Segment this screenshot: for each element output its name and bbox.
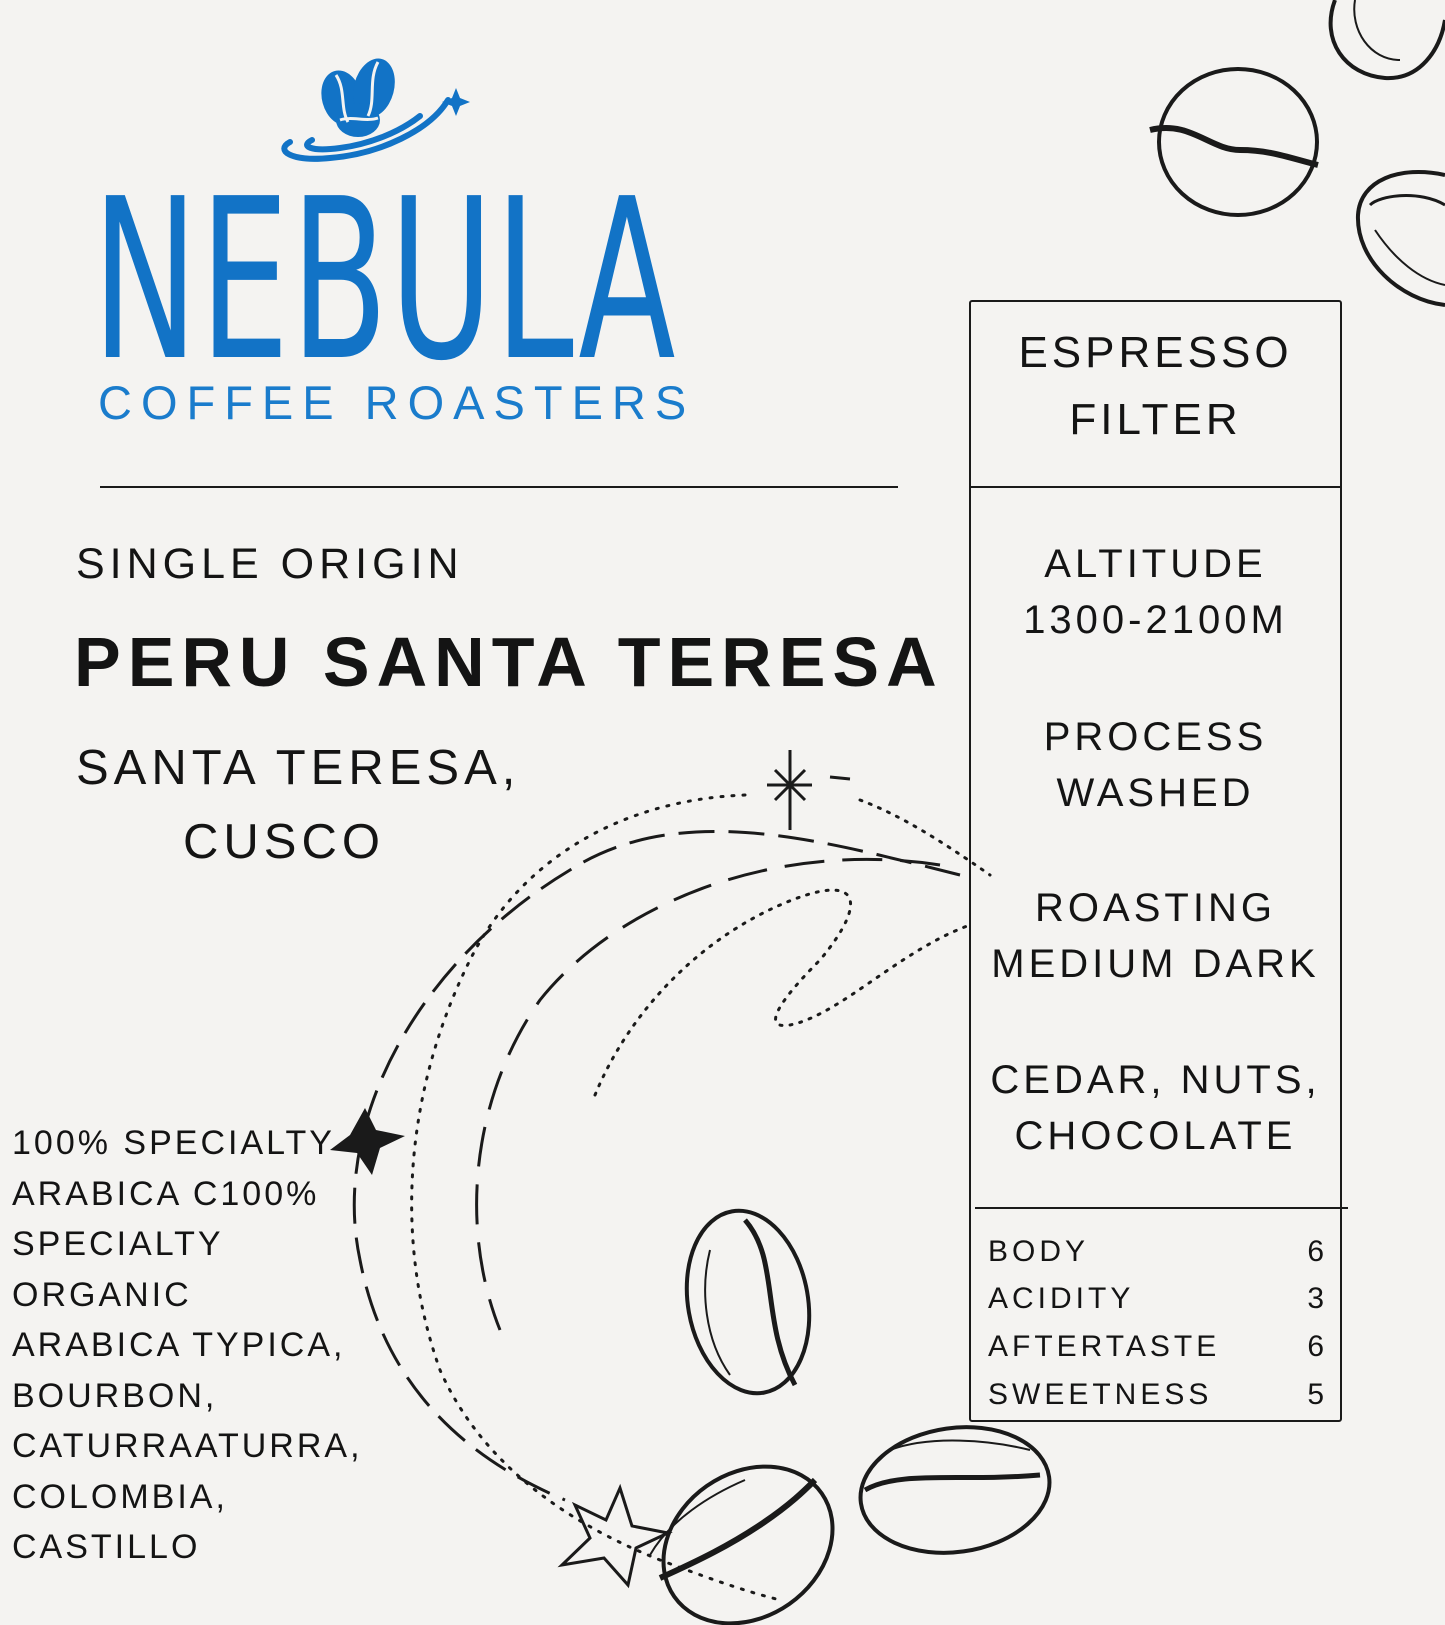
dotted-swirl bbox=[593, 888, 972, 1097]
info-card: ESPRESSO FILTER ALTITUDE 1300-2100M PROC… bbox=[969, 300, 1348, 1424]
coffee-name: PERU SANTA TERESA bbox=[74, 623, 944, 701]
roasting-label: ROASTING bbox=[1035, 886, 1276, 930]
coffee-bean-icon bbox=[1328, 0, 1445, 81]
coffee-bean-orbit-logo-icon bbox=[281, 58, 470, 162]
coffee-bean-icon bbox=[858, 1425, 1052, 1555]
region-line-2: CUSCO bbox=[183, 815, 385, 869]
profile-label: BODY bbox=[988, 1235, 1090, 1268]
brew-method-espresso: ESPRESSO bbox=[1018, 328, 1293, 377]
profile-value: 6 bbox=[1307, 1235, 1328, 1268]
star-outline-icon bbox=[557, 1483, 673, 1589]
brand-tagline: COFFEE ROASTERS bbox=[98, 376, 696, 429]
inner-dashed-arc bbox=[475, 857, 941, 1331]
card-divider bbox=[971, 486, 1340, 488]
variety-line: CASTILLO bbox=[12, 1528, 201, 1566]
brand-name: NEBULA bbox=[92, 152, 677, 410]
profile-value: 5 bbox=[1307, 1378, 1328, 1411]
coffee-bean-icon bbox=[1149, 67, 1319, 217]
profile-label: AFTERTASTE bbox=[988, 1330, 1221, 1363]
profile-value: 3 bbox=[1307, 1282, 1328, 1315]
card-divider bbox=[975, 1207, 1348, 1209]
profile-label: ACIDITY bbox=[988, 1282, 1135, 1315]
variety-line: ARABICA TYPICA, bbox=[12, 1326, 346, 1364]
process-label: PROCESS bbox=[1043, 715, 1268, 759]
brew-method-filter: FILTER bbox=[1069, 395, 1242, 444]
process-value: WASHED bbox=[1056, 771, 1255, 815]
roasting-value: MEDIUM DARK bbox=[991, 942, 1320, 986]
flavor-notes-line-2: CHOCOLATE bbox=[1014, 1114, 1297, 1158]
dashed-orbit-arc bbox=[352, 830, 961, 1502]
varieties-list: 100% SPECIALTY ARABICA C100% SPECIALTY O… bbox=[12, 1118, 392, 1573]
variety-line: 100% SPECIALTY bbox=[12, 1124, 335, 1162]
coffee-bean-icon bbox=[649, 1464, 835, 1625]
sparkle-icon bbox=[767, 750, 812, 830]
altitude-value: 1300-2100M bbox=[1023, 598, 1288, 642]
variety-line: SPECIALTY bbox=[12, 1225, 224, 1263]
variety-line: COLOMBIA, bbox=[12, 1477, 228, 1516]
variety-line: ARABICA C100% bbox=[12, 1174, 320, 1213]
dotted-orbit-arc bbox=[410, 793, 782, 1602]
profile-row-sweetness: SWEETNESS 5 bbox=[988, 1378, 1328, 1424]
flavor-notes-line-1: CEDAR, NUTS, bbox=[990, 1058, 1321, 1102]
variety-line: ORGANIC bbox=[12, 1275, 192, 1314]
profile-value: 6 bbox=[1307, 1330, 1328, 1363]
altitude-label: ALTITUDE bbox=[1044, 542, 1267, 586]
profile-row-aftertaste: AFTERTASTE 6 bbox=[988, 1330, 1328, 1376]
variety-line: BOURBON, bbox=[12, 1376, 218, 1415]
profile-row-body: BODY 6 bbox=[988, 1235, 1328, 1281]
profile-row-acidity: ACIDITY 3 bbox=[988, 1282, 1328, 1328]
region-line-1: SANTA TERESA, bbox=[76, 741, 521, 795]
coffee-bean-icon bbox=[684, 1208, 812, 1396]
profile-label: SWEETNESS bbox=[988, 1378, 1213, 1411]
variety-line: CATURRAATURRA, bbox=[12, 1427, 363, 1465]
origin-type: SINGLE ORIGIN bbox=[76, 540, 464, 588]
coffee-bean-icon bbox=[1355, 170, 1445, 307]
brand-divider bbox=[100, 486, 898, 488]
